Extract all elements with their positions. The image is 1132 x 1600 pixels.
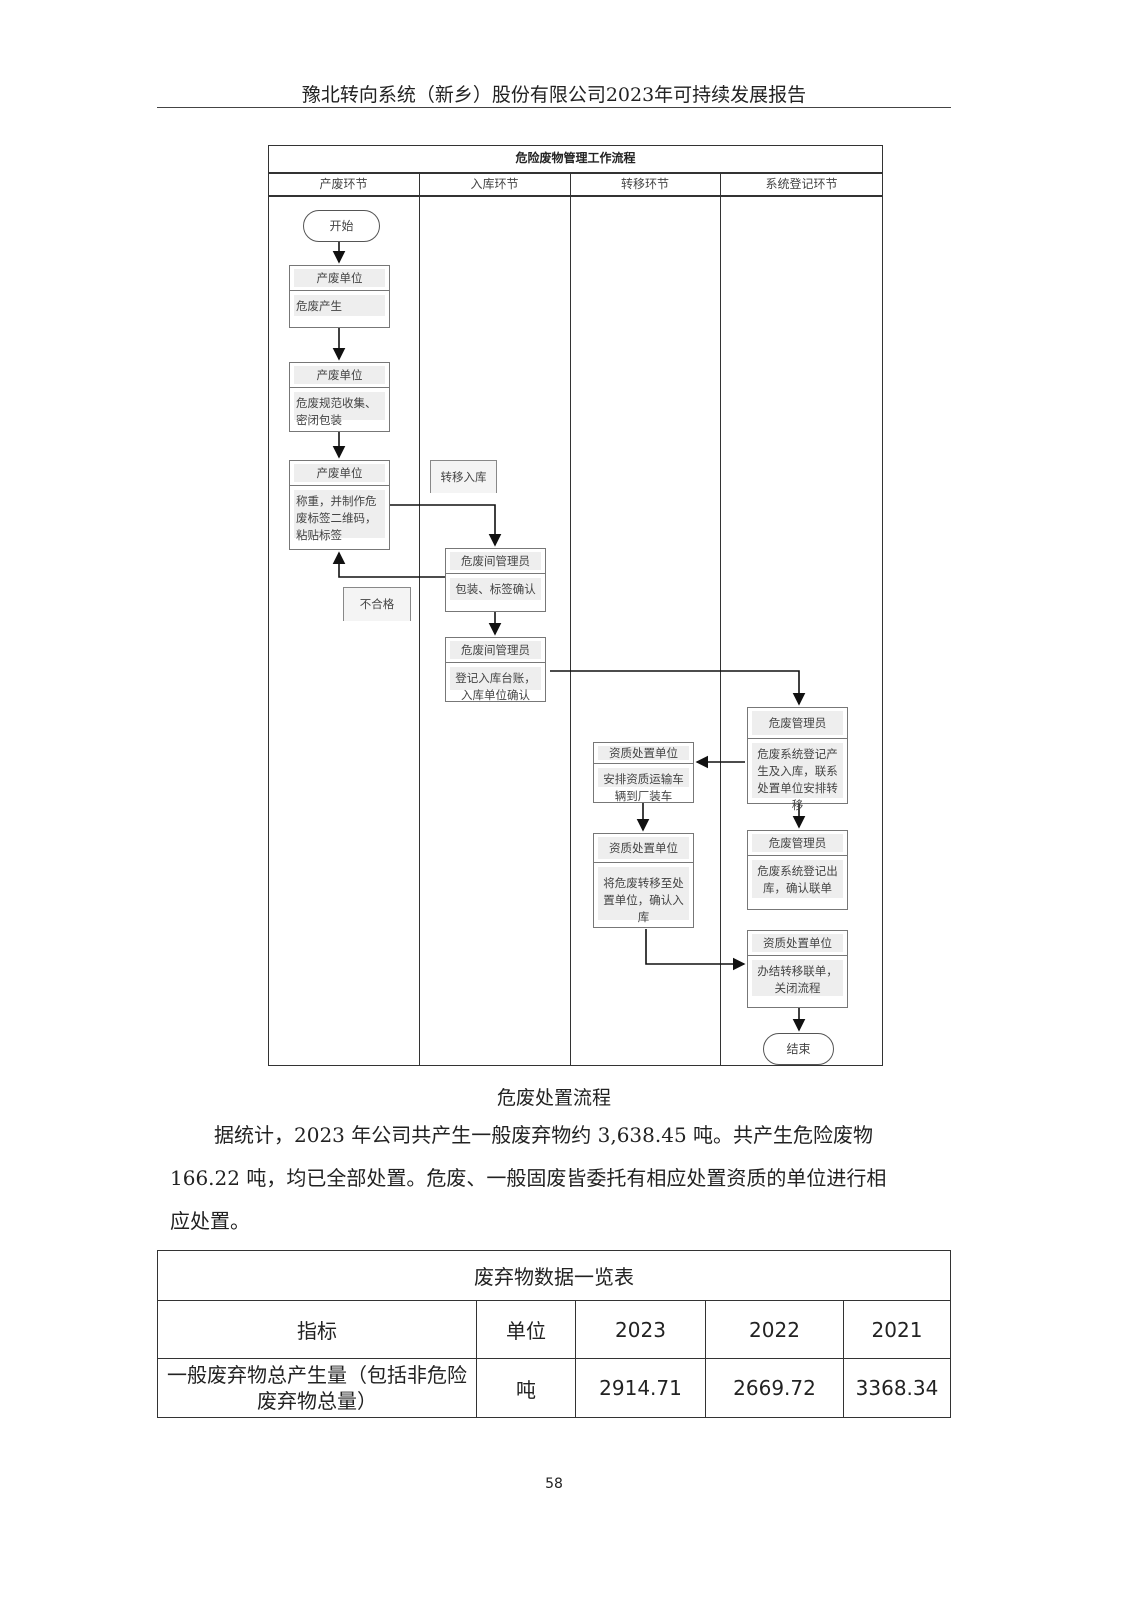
flowchart-title: 危险废物管理工作流程: [515, 151, 636, 165]
paragraph-line: 据统计，2023 年公司共产生一般废弃物约 3,638.45 吨。共产生危险废物: [214, 1123, 874, 1147]
box-text: 包装、标签确认: [450, 578, 541, 600]
lane-divider: [570, 172, 571, 1066]
flow-box: 产废单位称重，并制作危废标签二维码，粘贴标签: [289, 460, 390, 550]
flow-box: 资质处置单位安排资质运输车辆到厂装车: [593, 742, 694, 803]
box-text: 危废产生: [294, 295, 385, 316]
paragraph-line: 应处置。: [170, 1209, 250, 1233]
lane-header: 系统登记环节: [720, 172, 883, 197]
page-number: 58: [545, 1476, 563, 1492]
flow-box: 资质处置单位将危废转移至处置单位，确认入库: [593, 833, 694, 928]
flow-box: 资质处置单位办结转移联单，关闭流程: [747, 930, 848, 1008]
table-header: 单位: [476, 1300, 576, 1359]
table-cell: 3368.34: [843, 1358, 951, 1418]
table-header: 2022: [705, 1300, 844, 1359]
box-role: 危废管理员: [752, 711, 843, 735]
box-text: 危废系统登记产生及入库，联系处置单位安排转移: [752, 743, 843, 812]
box-text: 登记入库台账，入库单位确认: [450, 667, 541, 702]
table-header: 2021: [843, 1300, 951, 1359]
flow-box: 产废单位危废规范收集、密闭包装: [289, 362, 390, 432]
start-node: 开始: [303, 210, 380, 242]
lane-header: 转移环节: [570, 172, 720, 197]
table-title: 废弃物数据一览表: [157, 1250, 951, 1301]
flow-box: 危废间管理员包装、标签确认: [445, 548, 546, 612]
flow-box: 危废间管理员登记入库台账，入库单位确认: [445, 637, 546, 702]
box-role: 资质处置单位: [752, 934, 843, 952]
table-cell: 吨: [476, 1358, 576, 1418]
box-text: 称重，并制作危废标签二维码，粘贴标签: [294, 490, 385, 542]
box-role: 危废间管理员: [450, 552, 541, 570]
box-role: 产废单位: [294, 366, 385, 384]
flow-box: 产废单位危废产生: [289, 265, 390, 328]
box-role: 产废单位: [294, 464, 385, 482]
end-node: 结束: [763, 1033, 834, 1065]
box-role: 资质处置单位: [598, 837, 689, 859]
box-text: 危废系统登记出库，确认联单: [752, 860, 843, 898]
box-role: 产废单位: [294, 269, 385, 287]
box-role: 资质处置单位: [598, 746, 689, 760]
page-header: 豫北转向系统（新乡）股份有限公司2023年可持续发展报告: [301, 84, 807, 106]
box-text: 将危废转移至处置单位，确认入库: [598, 867, 689, 924]
table-header: 2023: [575, 1300, 706, 1359]
figure-caption: 危废处置流程: [496, 1087, 611, 1109]
table-header: 指标: [157, 1300, 477, 1359]
table-cell: 2914.71: [575, 1358, 706, 1418]
box-text: 办结转移联单，关闭流程: [752, 960, 843, 996]
table-cell: 2669.72: [705, 1358, 844, 1418]
table-cell: 一般废弃物总产生量（包括非危险废弃物总量）: [157, 1358, 477, 1418]
flow-box: 危废管理员危废系统登记产生及入库，联系处置单位安排转移: [747, 707, 848, 812]
flowchart-frame: [268, 145, 883, 1066]
table-row: 一般废弃物总产生量（包括非危险废弃物总量） 吨 2914.71 2669.72 …: [157, 1358, 951, 1418]
box-role: 危废管理员: [752, 834, 843, 852]
box-text: 危废规范收集、密闭包装: [294, 392, 385, 427]
box-role: 危废间管理员: [450, 641, 541, 659]
lane-divider: [419, 172, 420, 1066]
header-divider: [157, 107, 951, 108]
document-transfer: 转移入库: [430, 460, 497, 493]
box-text: 安排资质运输车辆到厂装车: [598, 768, 689, 803]
lane-divider: [720, 172, 721, 1066]
lane-header: 入库环节: [419, 172, 570, 197]
waste-data-table: 废弃物数据一览表 指标 单位 2023 2022 2021 一般废弃物总产生量（…: [157, 1250, 951, 1418]
document-reject: 不合格: [343, 587, 411, 621]
flow-box: 危废管理员危废系统登记出库，确认联单: [747, 830, 848, 910]
paragraph-line: 166.22 吨，均已全部处置。危废、一般固废皆委托有相应处置资质的单位进行相: [170, 1166, 887, 1190]
lane-header: 产废环节: [268, 172, 419, 197]
